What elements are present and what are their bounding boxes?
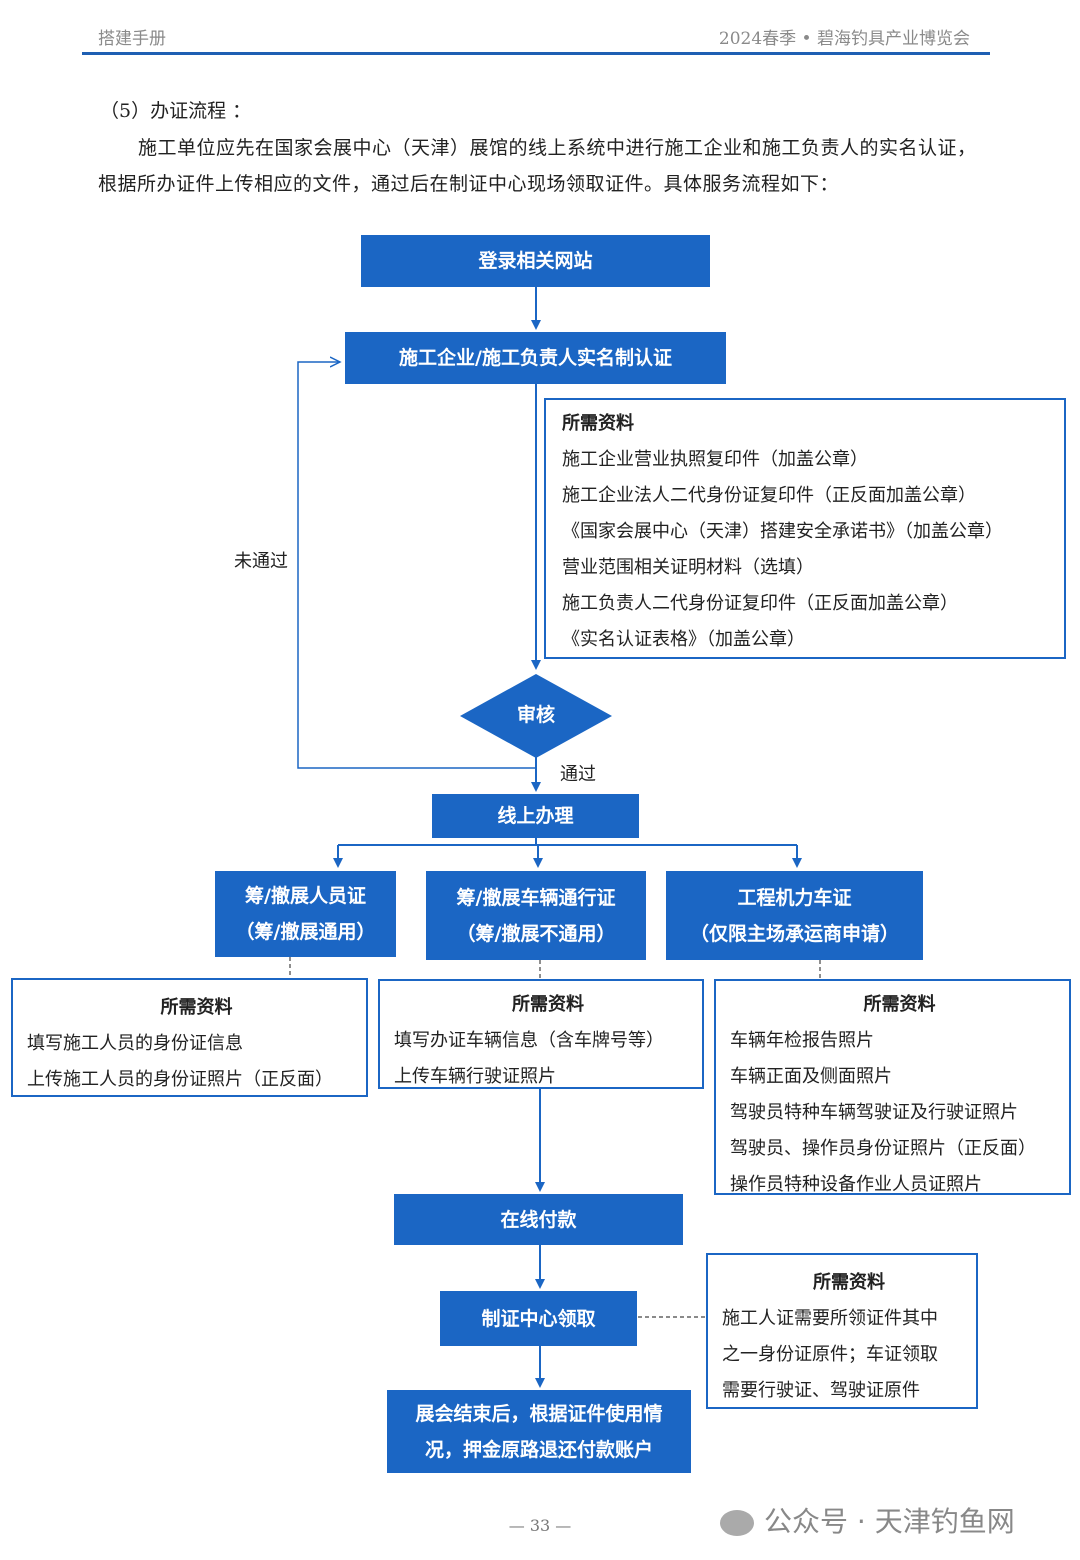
payment-step: 在线付款: [394, 1194, 683, 1245]
failed-label: 未通过: [234, 551, 288, 572]
materials-title: 所需资料: [562, 413, 634, 434]
materials-item: 营业范围相关证明材料（选填）: [562, 557, 814, 578]
materials-title: 所需资料: [512, 994, 584, 1015]
review-diamond: [460, 674, 612, 758]
materials-item: 填写施工人员的身份证信息: [27, 1033, 243, 1054]
machinery-line-1: 工程机力车证: [737, 886, 852, 909]
header-event-title: 2024春季 • 碧海钓具产业博览会: [718, 29, 970, 49]
pickup-step: 制证中心领取: [440, 1291, 637, 1346]
intro-line-1: 施工单位应先在国家会展中心（天津）展馆的线上系统中进行施工企业和施工负责人的实名…: [138, 137, 938, 159]
materials-item: 填写办证车辆信息（含车牌号等）: [394, 1030, 664, 1051]
machinery-pass: 工程机力车证 （仅限主场承运商申请）: [666, 871, 923, 960]
pickup-materials: 所需资料 施工人证需要所领证件其中 之一身份证原件；车证领取 需要行驶证、驾驶证…: [706, 1253, 978, 1409]
login-step: 登录相关网站: [361, 235, 710, 287]
materials-item: 驾驶员、操作员身份证照片（正反面）: [730, 1138, 1036, 1159]
materials-item: 上传车辆行驶证照片: [394, 1066, 556, 1087]
page-number: — 33 —: [508, 1516, 572, 1535]
header-rule: [82, 52, 990, 55]
personnel-line-2: （筹/撤展通用）: [235, 921, 376, 943]
vehicle-materials: 所需资料 填写办证车辆信息（含车牌号等） 上传车辆行驶证照片: [378, 979, 704, 1089]
review-label: 审核: [516, 704, 555, 726]
materials-title: 所需资料: [813, 1272, 885, 1293]
refund-step: 展会结束后，根据证件使用情 况，押金原路退还付款账户: [387, 1390, 691, 1473]
passed-label: 通过: [560, 764, 596, 785]
section-title: （5）办证流程 ：: [100, 100, 252, 122]
materials-item: 上传施工人员的身份证照片（正反面）: [27, 1069, 333, 1090]
materials-item: 驾驶员特种车辆驾驶证及行驶证照片: [730, 1102, 1018, 1123]
refund-line-2: 况，押金原路退还付款账户: [424, 1438, 653, 1461]
materials-title: 所需资料: [863, 994, 936, 1015]
materials-item: 车辆正面及侧面照片: [730, 1066, 892, 1087]
online-step: 线上办理: [432, 794, 639, 838]
materials-item: 施工负责人二代身份证复印件（正反面加盖公章）: [562, 593, 958, 614]
watermark: 公众号 · 天津钓鱼网: [720, 1500, 1015, 1540]
refund-line-1: 展会结束后，根据证件使用情: [415, 1402, 663, 1425]
materials-item: 施工企业法人二代身份证复印件（正反面加盖公章）: [562, 485, 976, 506]
realname-step: 施工企业/施工负责人实名制认证: [345, 332, 726, 384]
vehicle-pass: 筹/撤展车辆通行证 （筹/撤展不通用）: [426, 871, 646, 960]
materials-item: 《国家会展中心（天津）搭建安全承诺书》（加盖公章）: [562, 521, 1003, 542]
vehicle-line-2: （筹/撤展不通用）: [456, 922, 616, 945]
loop-failed: [297, 362, 536, 769]
intro-line-2: 证，根据所办证件上传相应的文件，通过后在制证中心现场领取证件。具体服务流程如下：: [98, 137, 977, 195]
machinery-materials: 所需资料 车辆年检报告照片 车辆正面及侧面照片 驾驶员特种车辆驾驶证及行驶证照片…: [714, 979, 1071, 1195]
personnel-pass: 筹/撤展人员证 （筹/撤展通用）: [215, 871, 396, 957]
intro-paragraph: 施工单位应先在国家会展中心（天津）展馆的线上系统中进行施工企业和施工负责人的实名…: [98, 130, 988, 202]
materials-item: 需要行驶证、驾驶证原件: [722, 1380, 920, 1401]
materials-item: 车辆年检报告照片: [730, 1030, 874, 1051]
materials-item: 施工人证需要所领证件其中: [722, 1308, 938, 1329]
personnel-line-1: 筹/撤展人员证: [245, 885, 366, 907]
materials-item: 之一身份证原件；车证领取: [722, 1344, 938, 1365]
materials-title: 所需资料: [160, 997, 233, 1018]
materials-item: 《实名认证表格》（加盖公章）: [562, 629, 805, 650]
header-manual-title: 搭建手册: [98, 29, 166, 49]
machinery-line-2: （仅限主场承运商申请）: [689, 922, 899, 945]
materials-item: 操作员特种设备作业人员证照片: [730, 1174, 982, 1195]
watermark-text: 公众号 · 天津钓鱼网: [764, 1505, 1015, 1538]
materials-item: 施工企业营业执照复印件（加盖公章）: [562, 449, 868, 470]
personnel-materials: 所需资料 填写施工人员的身份证信息 上传施工人员的身份证照片（正反面）: [11, 978, 368, 1097]
vehicle-line-1: 筹/撤展车辆通行证: [456, 886, 616, 909]
wechat-icon: [720, 1510, 754, 1536]
realname-materials: 所需资料 施工企业营业执照复印件（加盖公章） 施工企业法人二代身份证复印件（正反…: [544, 398, 1066, 659]
